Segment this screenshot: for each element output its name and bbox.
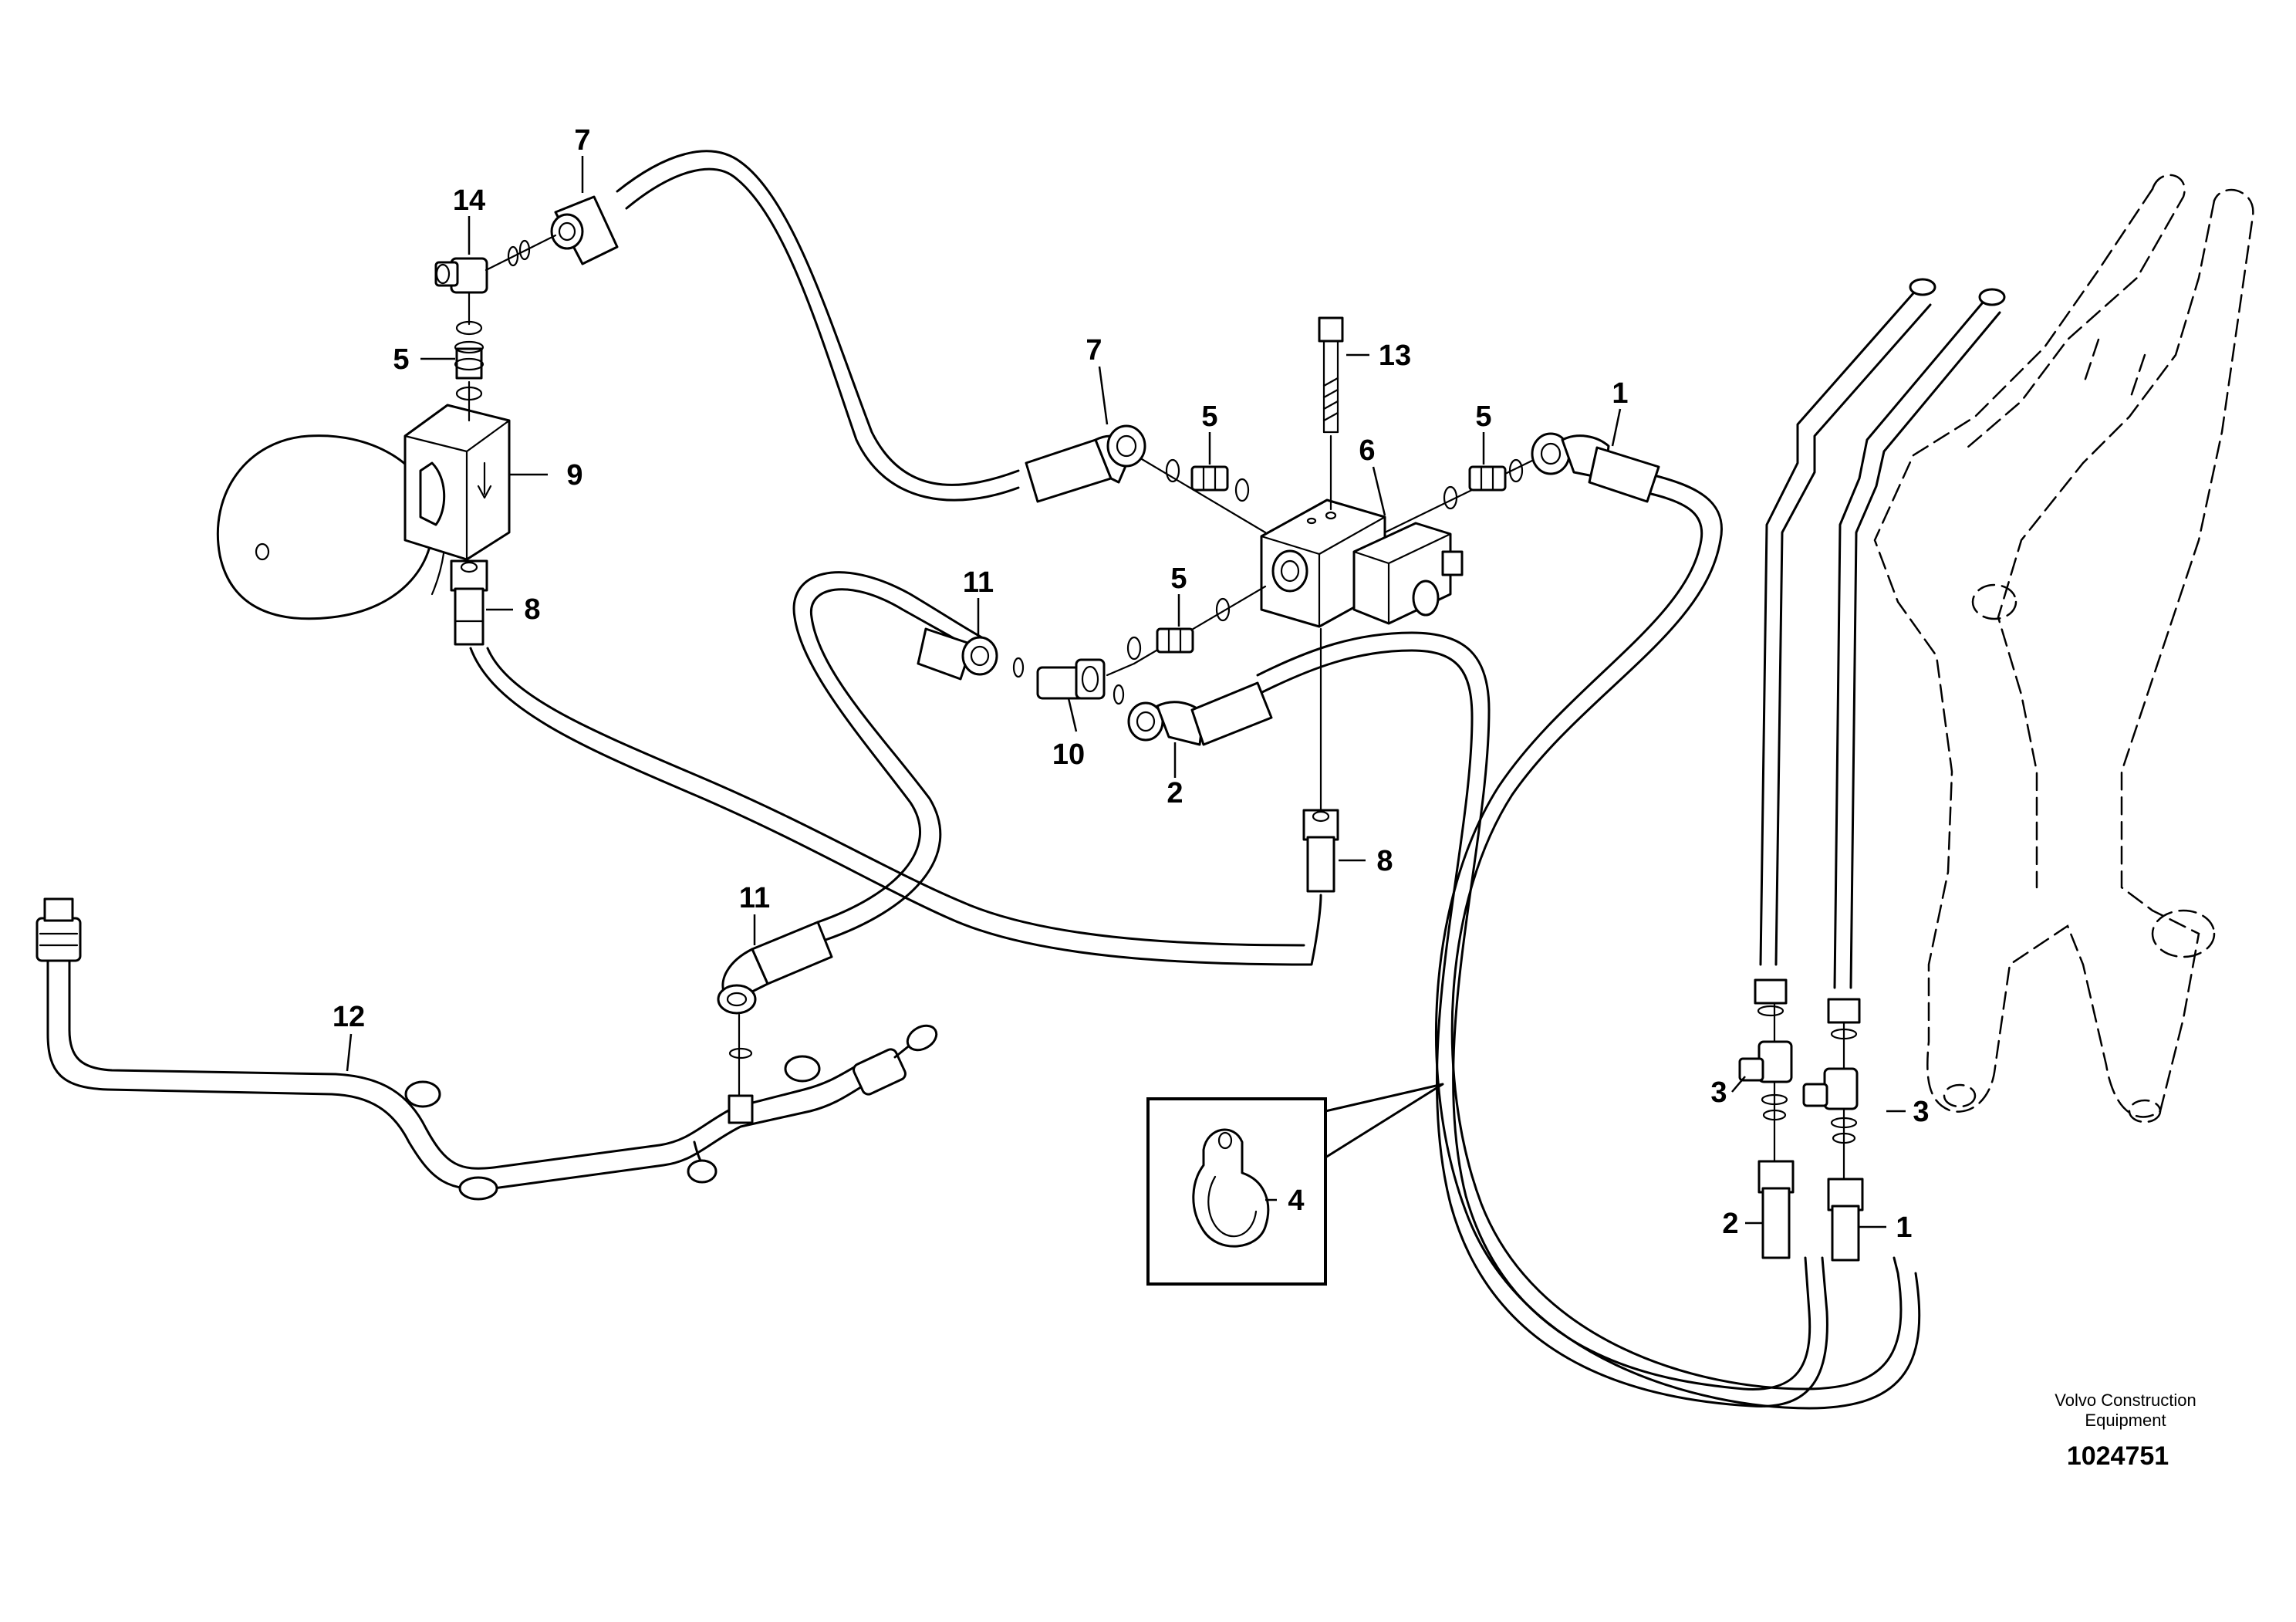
- callout-6: 6: [1359, 434, 1375, 467]
- document-number: 1024751: [2067, 1441, 2169, 1471]
- boom-outline-dashed: [1873, 188, 2254, 1118]
- callout-2-tube: 2: [1722, 1208, 1738, 1240]
- callout-7-top: 7: [574, 124, 590, 157]
- callout-11-upper: 11: [963, 566, 994, 599]
- callout-11-lower: 11: [739, 882, 770, 914]
- hose-8-lower: [469, 647, 1322, 966]
- callout-8-right: 8: [1376, 845, 1393, 877]
- clamp-4: [1192, 1128, 1270, 1248]
- callout-5-middle: 5: [1170, 563, 1187, 595]
- detail-pointer: [1324, 1083, 1444, 1159]
- callout-5-left: 5: [1201, 400, 1217, 433]
- hose-1-loop: [1450, 473, 1903, 1391]
- callout-9: 9: [566, 459, 582, 492]
- callout-3-left: 3: [1710, 1076, 1727, 1109]
- callout-1-valve: 1: [1612, 377, 1628, 410]
- callout-4: 4: [1288, 1184, 1304, 1217]
- tube-2: [1759, 292, 1915, 966]
- callout-7-valve: 7: [1086, 334, 1102, 367]
- accumulator: [216, 434, 434, 620]
- callout-8-left: 8: [524, 593, 540, 626]
- callout-13: 13: [1379, 340, 1411, 372]
- callout-10: 10: [1052, 738, 1085, 771]
- callout-2-valve: 2: [1167, 777, 1183, 809]
- hose-11-loop: [792, 571, 989, 924]
- callout-1-tube: 1: [1896, 1211, 1912, 1244]
- callout-12: 12: [333, 1001, 365, 1033]
- tube-1: [1833, 301, 1984, 989]
- hose-7-upper: [616, 150, 1020, 486]
- hose-2-loop: [1256, 631, 1811, 1391]
- callout-14: 14: [453, 184, 485, 217]
- pipe-12: [46, 955, 881, 1191]
- brand-line-2: Equipment: [2085, 1411, 2166, 1430]
- brand-line-1: Volvo Construction: [2055, 1391, 2196, 1410]
- callout-3-right: 3: [1913, 1096, 1929, 1128]
- callout-5-accumulator: 5: [393, 343, 409, 376]
- callout-5-right: 5: [1475, 400, 1491, 433]
